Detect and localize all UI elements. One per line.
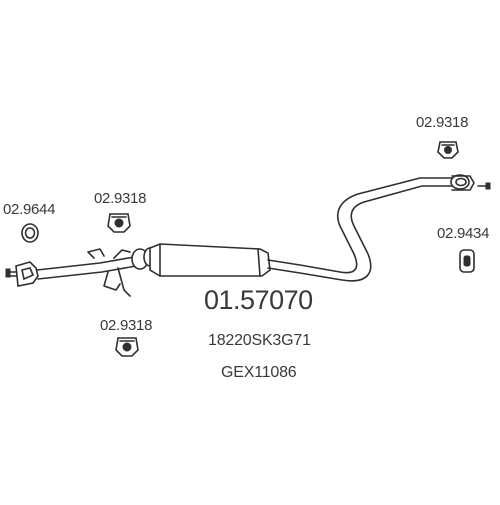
exhaust-pipe-assembly [5, 174, 491, 297]
alt-number: GEX11086 [221, 364, 297, 381]
pipe-bracket [87, 248, 131, 297]
clamp-icon [459, 249, 475, 273]
label-hanger-top-right: 02.9318 [416, 114, 468, 131]
label-ring-left: 02.9644 [3, 201, 55, 218]
middle-muffler [149, 243, 271, 277]
outlet-flange [450, 174, 475, 191]
label-hanger-left-upper: 02.9318 [94, 190, 146, 207]
rubber-hanger-icon [115, 337, 139, 357]
outlet-fitting [477, 182, 491, 190]
oem-number: 18220SK3G71 [208, 332, 311, 349]
outlet-pipe [267, 177, 457, 282]
inlet-flange [5, 261, 39, 287]
main-part-number: 01.57070 [204, 285, 313, 315]
gasket-ring-icon [21, 223, 39, 243]
label-hanger-left-lower: 02.9318 [100, 317, 152, 334]
label-clamp-right: 02.9434 [437, 225, 489, 242]
rubber-hanger-icon [437, 141, 459, 159]
rubber-hanger-icon [107, 213, 131, 233]
